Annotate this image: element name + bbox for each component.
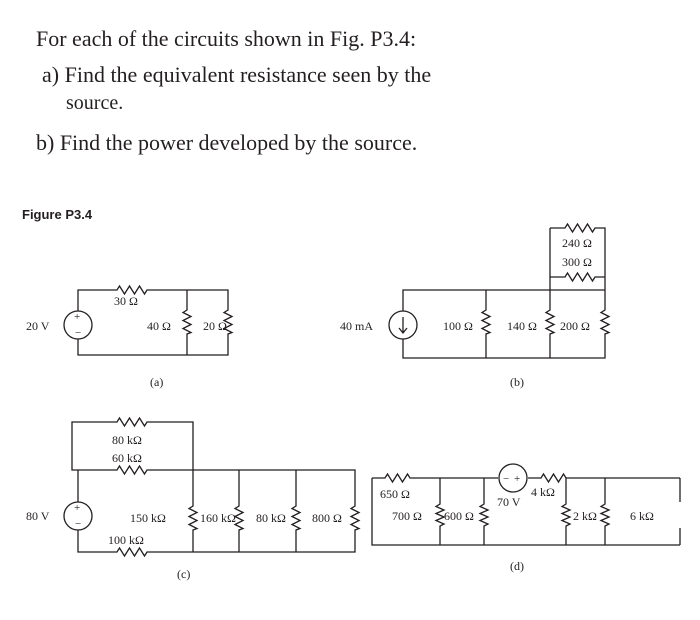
label-b-r240: 240 Ω <box>562 236 592 250</box>
caption-d: (d) <box>510 559 524 573</box>
figure-label: Figure P3.4 <box>22 207 93 222</box>
label-c-r800: 800 Ω <box>312 511 342 525</box>
resistor-d-650 <box>382 472 414 484</box>
resistor-b-240 <box>562 222 598 234</box>
resistor-a-30 <box>114 284 150 296</box>
resistor-a-40 <box>181 308 193 336</box>
polarity-minus-c: − <box>75 518 81 530</box>
label-b-source: 40 mA <box>340 319 373 333</box>
polarity-plus-c: + <box>74 502 80 514</box>
label-b-r300: 300 Ω <box>562 255 592 269</box>
circuit-c-wires <box>71 421 356 553</box>
polarity-plus-a: + <box>74 311 80 323</box>
label-c-r80k-top: 80 kΩ <box>112 433 142 447</box>
circuit-b-wires <box>402 227 606 359</box>
resistor-a-20 <box>222 308 234 336</box>
resistor-c-150k <box>349 504 361 532</box>
label-c-r160k: 160 kΩ <box>200 511 236 525</box>
resistor-b-100 <box>480 308 492 336</box>
label-d-source: 70 V <box>497 495 521 509</box>
label-d-r600: 600 Ω <box>444 509 474 523</box>
resistor-c-60k <box>114 464 150 476</box>
label-b-r140: 140 Ω <box>507 319 537 333</box>
label-c-r150k: 150 kΩ <box>130 511 166 525</box>
label-b-r200: 200 Ω <box>560 319 590 333</box>
label-d-r2k: 2 kΩ <box>573 509 597 523</box>
voltage-source-d <box>498 463 528 493</box>
caption-c: (c) <box>177 567 190 581</box>
question-part-a: a) Find the equivalent resistance seen b… <box>42 62 432 87</box>
question-part-a-continued: source. <box>66 92 124 114</box>
voltage-source-a <box>63 310 93 340</box>
label-c-source: 80 V <box>26 509 50 523</box>
polarity-plus-d: + <box>514 473 520 485</box>
resistor-d-600 <box>478 502 490 528</box>
current-arrow-icon <box>398 317 408 335</box>
resistor-c-100k <box>114 546 150 558</box>
voltage-source-c <box>63 501 93 531</box>
resistor-d-700 <box>434 502 446 528</box>
resistor-b-300 <box>562 271 598 283</box>
resistor-c-800 <box>290 504 302 532</box>
label-a-source: 20 V <box>26 319 50 333</box>
resistor-d-4k <box>538 472 568 484</box>
circuit-b: 40 mA 100 Ω 140 Ω 200 Ω 240 Ω 300 Ω (b) <box>340 222 611 389</box>
resistor-b-200 <box>599 308 611 336</box>
label-a-r40: 40 Ω <box>147 319 171 333</box>
label-c-r100k: 100 kΩ <box>108 533 144 547</box>
label-d-r700: 700 Ω <box>392 509 422 523</box>
label-c-r60k: 60 kΩ <box>112 451 142 465</box>
caption-b: (b) <box>510 375 524 389</box>
resistor-d-6k <box>599 502 611 528</box>
label-c-r80k: 80 kΩ <box>256 511 286 525</box>
resistor-c-80k <box>233 504 245 532</box>
resistor-c-160k <box>187 504 199 532</box>
label-b-r100: 100 Ω <box>443 319 473 333</box>
circuit-d-wires <box>371 477 681 546</box>
polarity-minus-a: − <box>75 327 81 339</box>
circuit-c: + − 80 V 80 kΩ 60 kΩ 150 kΩ 160 kΩ 80 kΩ… <box>26 416 361 581</box>
label-a-r20: 20 Ω <box>203 319 227 333</box>
label-d-r4k: 4 kΩ <box>531 485 555 499</box>
circuit-d: − + 650 Ω 700 Ω 600 Ω 70 V 4 kΩ 2 kΩ 6 k… <box>371 463 681 573</box>
polarity-minus-d: − <box>503 473 509 485</box>
resistor-b-140 <box>544 308 556 336</box>
question-intro: For each of the circuits shown in Fig. P… <box>36 26 417 51</box>
caption-a: (a) <box>150 375 163 389</box>
question-part-b: b) Find the power developed by the sourc… <box>36 130 418 155</box>
circuit-a-wires <box>77 289 229 356</box>
current-source-b <box>388 310 418 340</box>
label-d-r6k: 6 kΩ <box>630 509 654 523</box>
resistor-c-80k-top <box>114 416 150 428</box>
circuit-a: + − 20 V 30 Ω 40 Ω 20 Ω (a) <box>26 284 234 389</box>
label-d-r650: 650 Ω <box>380 487 410 501</box>
label-a-r30: 30 Ω <box>114 294 138 308</box>
resistor-d-2k <box>560 502 572 528</box>
